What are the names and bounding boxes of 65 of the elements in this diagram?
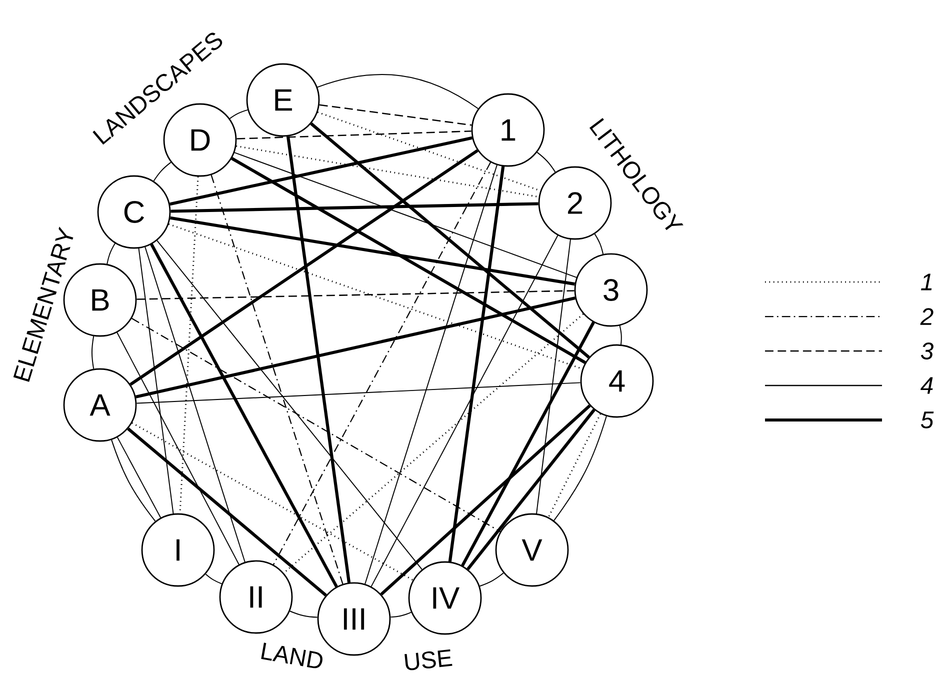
connector-line: [310, 122, 590, 359]
circle-node: 3: [574, 253, 648, 327]
circle-node: E: [246, 63, 320, 137]
connector-line: [286, 136, 351, 583]
connector-line: [370, 234, 558, 588]
connector-line: [116, 332, 240, 565]
connector-line: [448, 166, 505, 562]
circle-node: 1: [471, 93, 545, 167]
legend-number: 4: [920, 377, 933, 394]
connector-line: [548, 413, 602, 518]
connector-line: [466, 408, 596, 570]
connector-line: [205, 574, 222, 584]
connector-line: [364, 164, 498, 584]
connector-line: [236, 145, 539, 198]
connector-line: [231, 157, 586, 364]
connector-line: [272, 162, 492, 565]
connector-line: [153, 162, 172, 182]
connector-line: [132, 318, 501, 532]
connector-line: [170, 202, 538, 213]
legend-number: 5: [920, 412, 934, 428]
legend-number: 1: [920, 274, 932, 290]
connector-line: [144, 246, 246, 562]
connector-line: [234, 152, 578, 278]
connector-line: [380, 404, 591, 596]
group-label: USE: [404, 649, 452, 670]
connector-line: [553, 416, 607, 522]
connector-line: [283, 313, 584, 574]
connector-line: [236, 130, 472, 140]
connector-line: [106, 242, 116, 264]
connector-line: [170, 216, 576, 286]
connector-line: [229, 109, 248, 120]
connector-line: [136, 382, 581, 404]
connector-line: [111, 439, 156, 522]
connector-line: [390, 612, 412, 618]
connector-line: [132, 422, 414, 581]
connector-line: [536, 238, 571, 514]
connector-line: [156, 240, 422, 570]
connector-line: [479, 572, 504, 587]
legend-number: 2: [920, 308, 934, 325]
connector-line: [116, 436, 162, 518]
circle-node: IV: [408, 561, 482, 635]
connector-line: [130, 149, 478, 386]
circle-node: 2: [538, 166, 612, 240]
legend-number: 3: [920, 342, 934, 360]
connector-line: [136, 290, 574, 300]
connector-line: [536, 152, 556, 173]
circle-node: 4: [580, 344, 654, 418]
connector-line: [170, 136, 472, 206]
circle-node: II: [219, 560, 293, 634]
circle-node: A: [63, 368, 137, 442]
connector-line: [619, 325, 622, 345]
connector-line: [127, 427, 327, 597]
circle-node: C: [97, 175, 171, 249]
connector-line: [150, 244, 338, 588]
connector-line: [594, 233, 604, 255]
connector-line: [210, 174, 344, 584]
connector-line: [289, 610, 318, 618]
connector-line: [91, 336, 94, 370]
connector-line: [135, 296, 576, 398]
connector-line: [316, 74, 479, 110]
connector-line: [461, 322, 595, 566]
connector-line: [319, 104, 472, 126]
connector-line: [138, 248, 174, 514]
circle-node: V: [495, 513, 569, 587]
circle-node: I: [141, 513, 215, 587]
